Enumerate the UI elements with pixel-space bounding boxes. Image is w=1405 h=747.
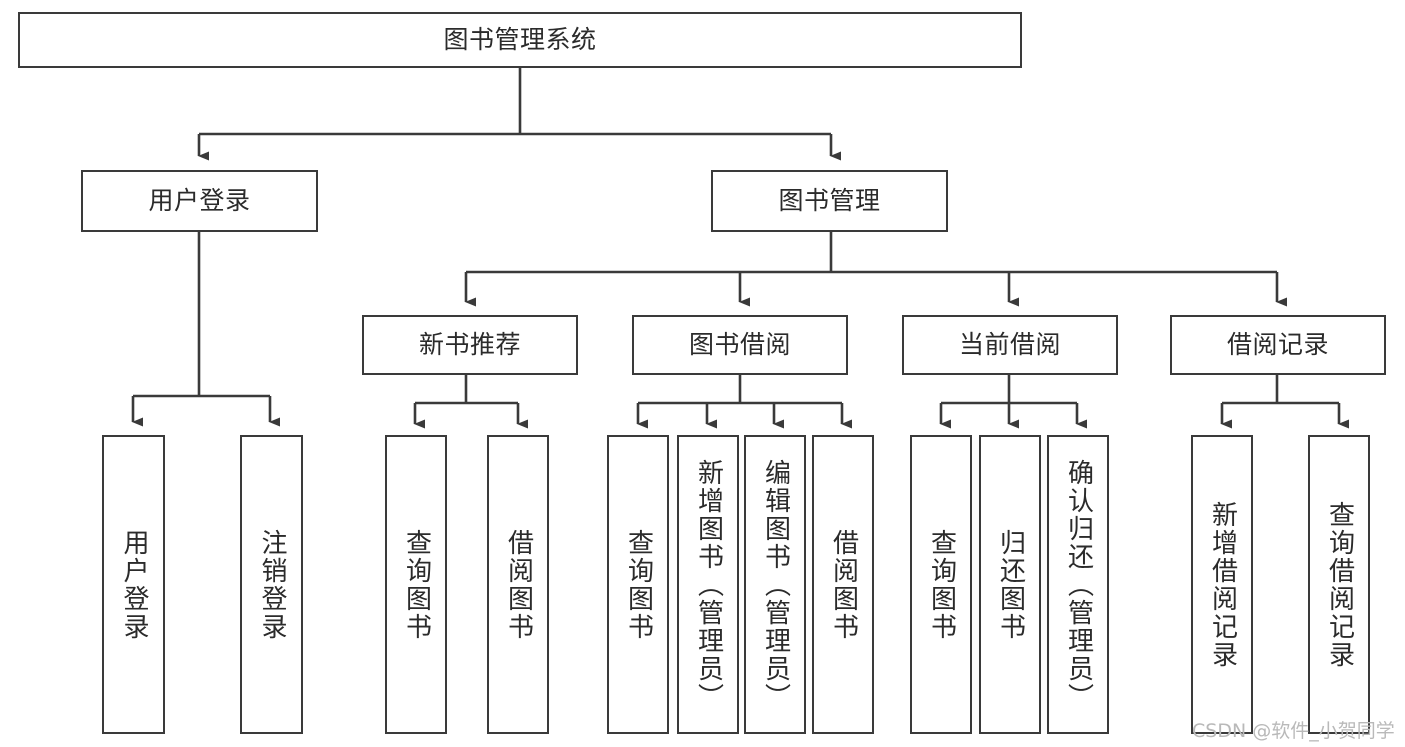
node-leaf-query-record[interactable]: 查询借阅记录 — [1308, 435, 1370, 734]
node-label: 查询图书 — [401, 528, 432, 641]
node-label: 查询图书 — [623, 528, 654, 641]
node-label: 归还图书 — [995, 528, 1026, 641]
node-leaf-query-book-1[interactable]: 查询图书 — [385, 435, 447, 734]
node-label: 新增图书（管理员） — [693, 458, 724, 711]
csdn-watermark: CSDN @软件_小贺同学 — [1192, 720, 1395, 742]
node-label: 编辑图书（管理员） — [760, 458, 791, 711]
node-user-login[interactable]: 用户登录 — [81, 170, 318, 232]
node-label: 用户登录 — [148, 185, 251, 215]
node-label: 图书管理 — [778, 185, 881, 215]
node-label: 图书借阅 — [688, 329, 791, 359]
node-leaf-logout-login[interactable]: 注销登录 — [240, 435, 303, 734]
node-leaf-edit-book[interactable]: 编辑图书（管理员） — [744, 435, 806, 734]
node-label: 借阅图书 — [503, 528, 534, 641]
node-leaf-query-book-2[interactable]: 查询图书 — [607, 435, 669, 734]
node-leaf-query-book-3[interactable]: 查询图书 — [910, 435, 972, 734]
node-leaf-add-record[interactable]: 新增借阅记录 — [1191, 435, 1253, 734]
node-label: 注销登录 — [257, 528, 288, 641]
node-label: 当前借阅 — [958, 329, 1061, 359]
node-leaf-user-login[interactable]: 用户登录 — [102, 435, 165, 734]
node-borrow-record[interactable]: 借阅记录 — [1170, 315, 1386, 375]
node-label: 借阅记录 — [1226, 329, 1329, 359]
node-leaf-confirm-return[interactable]: 确认归还（管理员） — [1047, 435, 1109, 734]
node-leaf-add-book[interactable]: 新增图书（管理员） — [677, 435, 739, 734]
node-leaf-borrow-book-2[interactable]: 借阅图书 — [812, 435, 874, 734]
node-label: 确认归还（管理员） — [1063, 458, 1094, 711]
node-label: 新增借阅记录 — [1207, 500, 1238, 669]
node-book-borrow[interactable]: 图书借阅 — [632, 315, 848, 375]
node-book-manage[interactable]: 图书管理 — [711, 170, 948, 232]
node-label: 查询借阅记录 — [1324, 500, 1355, 669]
node-leaf-borrow-book-1[interactable]: 借阅图书 — [487, 435, 549, 734]
node-label: 新书推荐 — [418, 329, 521, 359]
node-root-book-management-system[interactable]: 图书管理系统 — [18, 12, 1022, 68]
node-new-book-recommend[interactable]: 新书推荐 — [362, 315, 578, 375]
node-label: 查询图书 — [926, 528, 957, 641]
node-label: 借阅图书 — [828, 528, 859, 641]
node-label: 用户登录 — [119, 528, 150, 641]
node-label: 图书管理系统 — [443, 24, 597, 54]
node-leaf-return-book[interactable]: 归还图书 — [979, 435, 1041, 734]
node-current-borrow[interactable]: 当前借阅 — [902, 315, 1118, 375]
